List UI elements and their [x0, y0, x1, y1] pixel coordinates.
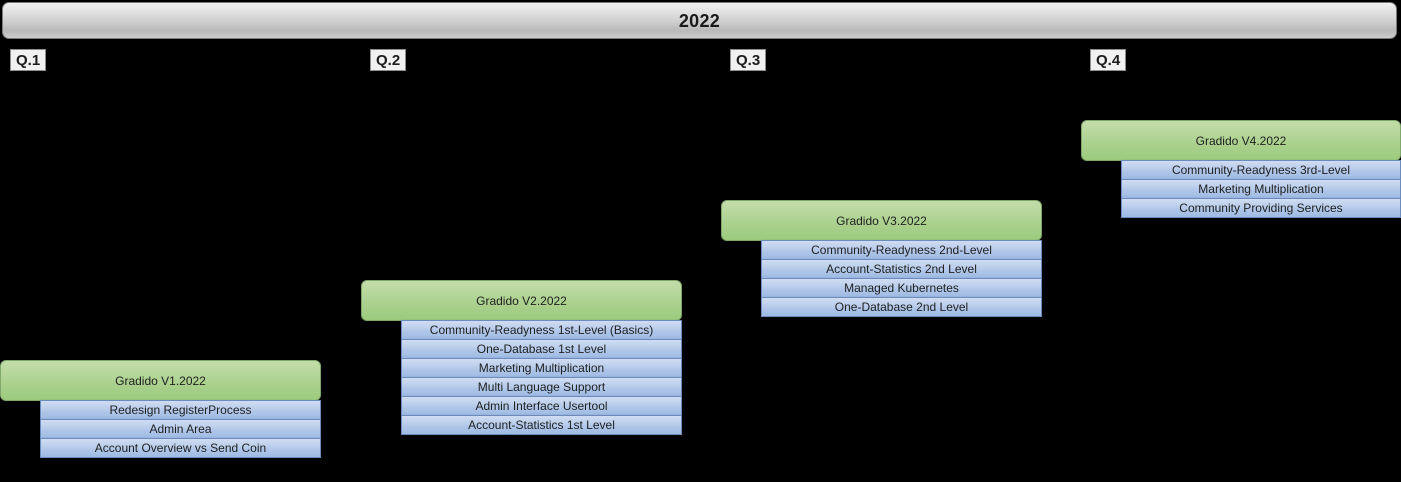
release-item[interactable]: Marketing Multiplication: [401, 358, 682, 378]
release-item-label: Redesign RegisterProcess: [109, 403, 252, 417]
release-item[interactable]: Community-Readyness 2nd-Level: [761, 240, 1042, 260]
release-title-v1: Gradido V1.2022: [115, 373, 206, 388]
release-item[interactable]: Account-Statistics 1st Level: [401, 415, 682, 435]
release-header-v3[interactable]: Gradido V3.2022: [721, 200, 1042, 241]
release-item-label: Community-Readyness 2nd-Level: [811, 243, 992, 257]
release-item-label: Account-Statistics 2nd Level: [826, 262, 977, 276]
release-title-v4: Gradido V4.2022: [1195, 133, 1287, 148]
release-item[interactable]: One-Database 2nd Level: [761, 297, 1042, 317]
quarter-label-1: Q.1: [10, 49, 47, 71]
release-item-label: Managed Kubernetes: [844, 281, 959, 295]
release-header-v4[interactable]: Gradido V4.2022: [1081, 120, 1401, 161]
release-item-label: Marketing Multiplication: [1198, 182, 1324, 196]
release-item-label: One-Database 1st Level: [476, 342, 607, 356]
release-item-label: Account-Statistics 1st Level: [468, 418, 615, 432]
release-item[interactable]: Community-Readyness 1st-Level (Basics): [401, 320, 682, 340]
release-item-label: One-Database 2nd Level: [834, 300, 969, 314]
release-item-label: Community Providing Services: [1179, 201, 1343, 215]
release-item[interactable]: Multi Language Support: [401, 377, 682, 397]
release-title-v3: Gradido V3.2022: [836, 213, 927, 228]
year-header-bar: 2022: [2, 2, 1397, 39]
quarter-label-3: Q.3: [730, 49, 767, 71]
release-item-label: Admin Area: [149, 422, 212, 436]
release-item[interactable]: One-Database 1st Level: [401, 339, 682, 359]
release-item[interactable]: Marketing Multiplication: [1121, 179, 1401, 199]
year-label: 2022: [678, 10, 721, 31]
release-item-label: Community-Readyness 3rd-Level: [1171, 163, 1351, 177]
release-header-v2[interactable]: Gradido V2.2022: [361, 280, 682, 321]
release-header-v1[interactable]: Gradido V1.2022: [0, 360, 321, 401]
release-title-v2: Gradido V2.2022: [476, 293, 567, 308]
release-item[interactable]: Redesign RegisterProcess: [40, 400, 321, 420]
release-item-label: Community-Readyness 1st-Level (Basics): [429, 323, 654, 337]
release-item[interactable]: Community-Readyness 3rd-Level: [1121, 160, 1401, 180]
release-item[interactable]: Managed Kubernetes: [761, 278, 1042, 298]
release-item[interactable]: Admin Area: [40, 419, 321, 439]
release-item-label: Account Overview vs Send Coin: [94, 441, 267, 455]
release-item-label: Multi Language Support: [477, 380, 606, 394]
release-item[interactable]: Community Providing Services: [1121, 198, 1401, 218]
release-item[interactable]: Admin Interface Usertool: [401, 396, 682, 416]
release-item-list-v2: Community-Readyness 1st-Level (Basics) On…: [401, 320, 682, 435]
release-item[interactable]: Account-Statistics 2nd Level: [761, 259, 1042, 279]
quarter-label-4: Q.4: [1090, 49, 1127, 71]
release-item-label: Admin Interface Usertool: [475, 399, 608, 413]
quarter-label-2: Q.2: [370, 49, 407, 71]
release-item[interactable]: Account Overview vs Send Coin: [40, 438, 321, 458]
release-item-label: Marketing Multiplication: [478, 361, 605, 375]
